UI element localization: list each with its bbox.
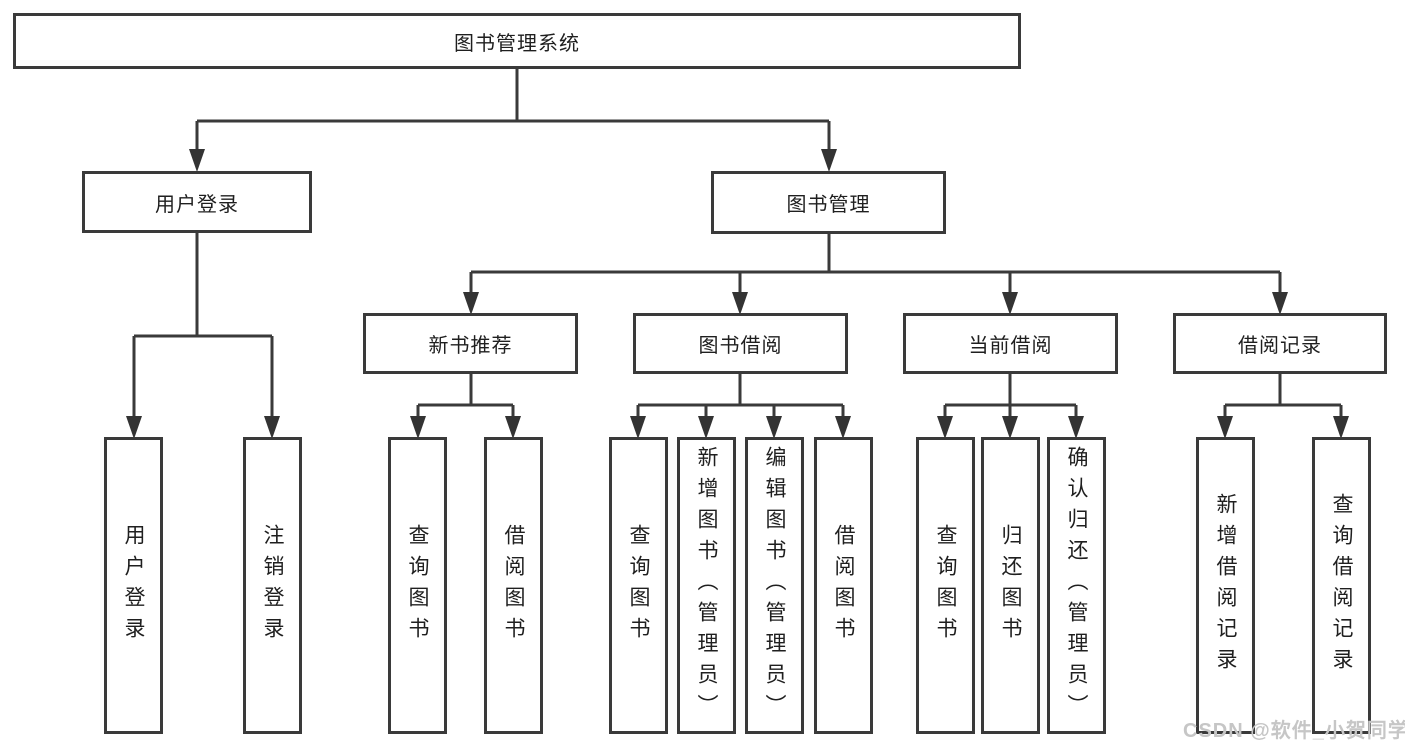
connector-login-to-leaves bbox=[126, 231, 280, 439]
leaf-query-books-borrowing-label: 查询图书 bbox=[627, 523, 650, 648]
leaf-confirm-return-admin-label: 确认归还（管理员） bbox=[1065, 446, 1088, 725]
leaf-borrow-books-newbooks-label: 借阅图书 bbox=[502, 523, 525, 648]
leaf-borrow-books-newbooks: 借阅图书 bbox=[484, 437, 543, 734]
node-new-book-recommendation: 新书推荐 bbox=[363, 313, 578, 374]
node-user-login: 用户登录 bbox=[82, 171, 312, 233]
leaf-query-books-current: 查询图书 bbox=[916, 437, 975, 734]
leaf-borrow-books-borrowing-label: 借阅图书 bbox=[832, 523, 855, 648]
connector-newbooks-to-leaves bbox=[410, 372, 521, 439]
leaf-query-books-borrowing: 查询图书 bbox=[609, 437, 668, 734]
leaf-logout-label: 注销登录 bbox=[261, 523, 284, 648]
node-book-management: 图书管理 bbox=[711, 171, 946, 234]
node-book-borrowing-label: 图书借阅 bbox=[698, 335, 783, 357]
leaf-query-borrow-record-label: 查询借阅记录 bbox=[1330, 492, 1353, 679]
node-current-borrowing: 当前借阅 bbox=[903, 313, 1118, 374]
leaf-return-books-label: 归还图书 bbox=[999, 523, 1022, 648]
node-user-login-label: 用户登录 bbox=[155, 193, 239, 216]
leaf-add-books-admin-label: 新增图书（管理员） bbox=[695, 446, 718, 725]
connector-current-to-leaves bbox=[937, 372, 1084, 439]
connector-borrowing-to-leaves bbox=[630, 372, 851, 439]
node-book-borrowing: 图书借阅 bbox=[633, 313, 848, 374]
node-current-borrowing-label: 当前借阅 bbox=[968, 335, 1053, 357]
leaf-logout: 注销登录 bbox=[243, 437, 302, 734]
leaf-query-books-newbooks-label: 查询图书 bbox=[406, 523, 429, 648]
leaf-add-borrow-record: 新增借阅记录 bbox=[1196, 437, 1255, 734]
node-root-label: 图书管理系统 bbox=[454, 32, 580, 55]
node-new-book-recommendation-label: 新书推荐 bbox=[428, 335, 513, 357]
node-borrowing-records: 借阅记录 bbox=[1173, 313, 1387, 374]
connector-mgmt-to-level3 bbox=[463, 232, 1288, 315]
leaf-confirm-return-admin: 确认归还（管理员） bbox=[1047, 437, 1106, 734]
connector-records-to-leaves bbox=[1217, 372, 1349, 439]
leaf-add-books-admin: 新增图书（管理员） bbox=[677, 437, 736, 734]
node-borrowing-records-label: 借阅记录 bbox=[1238, 335, 1322, 357]
leaf-edit-books-admin: 编辑图书（管理员） bbox=[745, 437, 804, 734]
leaf-edit-books-admin-label: 编辑图书（管理员） bbox=[763, 446, 786, 725]
leaf-query-books-newbooks: 查询图书 bbox=[388, 437, 447, 734]
leaf-return-books: 归还图书 bbox=[981, 437, 1040, 734]
leaf-add-borrow-record-label: 新增借阅记录 bbox=[1214, 492, 1237, 679]
connector-root-to-level2 bbox=[189, 66, 837, 172]
leaf-query-books-current-label: 查询图书 bbox=[934, 523, 957, 648]
node-root: 图书管理系统 bbox=[13, 13, 1021, 69]
leaf-user-login: 用户登录 bbox=[104, 437, 163, 734]
leaf-query-borrow-record: 查询借阅记录 bbox=[1312, 437, 1371, 734]
leaf-borrow-books-borrowing: 借阅图书 bbox=[814, 437, 873, 734]
csdn-watermark: CSDN @软件_小贺同学 bbox=[1183, 720, 1405, 742]
node-book-management-label: 图书管理 bbox=[786, 194, 871, 216]
leaf-user-login-label: 用户登录 bbox=[122, 523, 145, 648]
